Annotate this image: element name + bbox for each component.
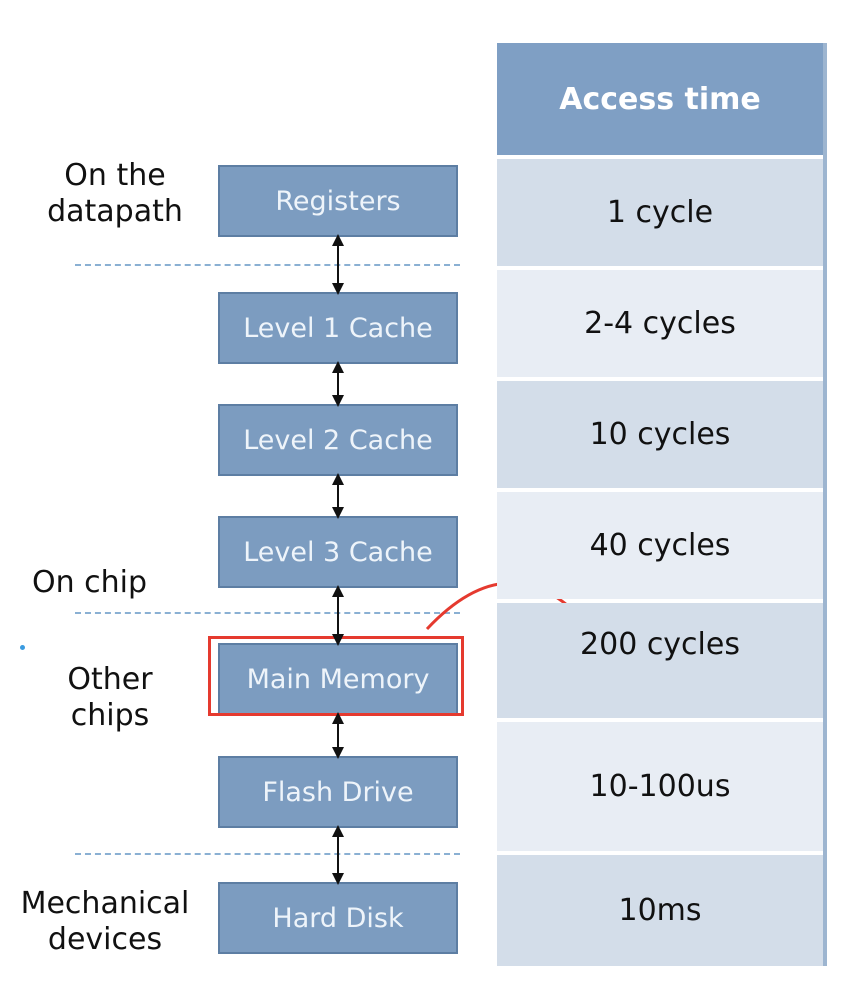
label-on-chip: On chip — [32, 565, 148, 600]
table-row-registers: 1 cycle — [497, 159, 823, 266]
box-level-3-cache: Level 3 Cache — [218, 516, 458, 588]
label-on-the-datapath: On the datapath — [40, 158, 190, 230]
label-line-2: devices — [47, 922, 163, 957]
separator-chip — [75, 612, 460, 614]
separator-datapath — [75, 264, 460, 266]
table-row-level-1: 2-4 cycles — [497, 270, 823, 377]
dot-marker — [20, 645, 25, 650]
label-line-1: Mechanical — [20, 886, 190, 921]
label-mechanical-devices: Mechanical devices — [0, 886, 210, 958]
table-row-flash-drive: 10-100us — [497, 722, 823, 851]
table-header: Access time — [497, 43, 823, 155]
table-row-main-memory: 200 cycles — [497, 603, 823, 718]
label-line-1: On the — [64, 158, 166, 193]
table-row-level-3: 40 cycles — [497, 492, 823, 599]
box-main-memory: Main Memory — [218, 643, 458, 715]
label-line-1: Other — [67, 662, 153, 697]
box-hard-disk: Hard Disk — [218, 882, 458, 954]
label-line-2: chips — [70, 698, 150, 733]
box-flash-drive: Flash Drive — [218, 756, 458, 828]
separator-mechanical — [75, 853, 460, 855]
label-other-chips: Other chips — [35, 662, 185, 734]
table-right-border — [823, 43, 827, 966]
label-line-2: datapath — [47, 194, 183, 229]
table-row-level-2: 10 cycles — [497, 381, 823, 488]
table-row-hard-disk: 10ms — [497, 855, 823, 966]
